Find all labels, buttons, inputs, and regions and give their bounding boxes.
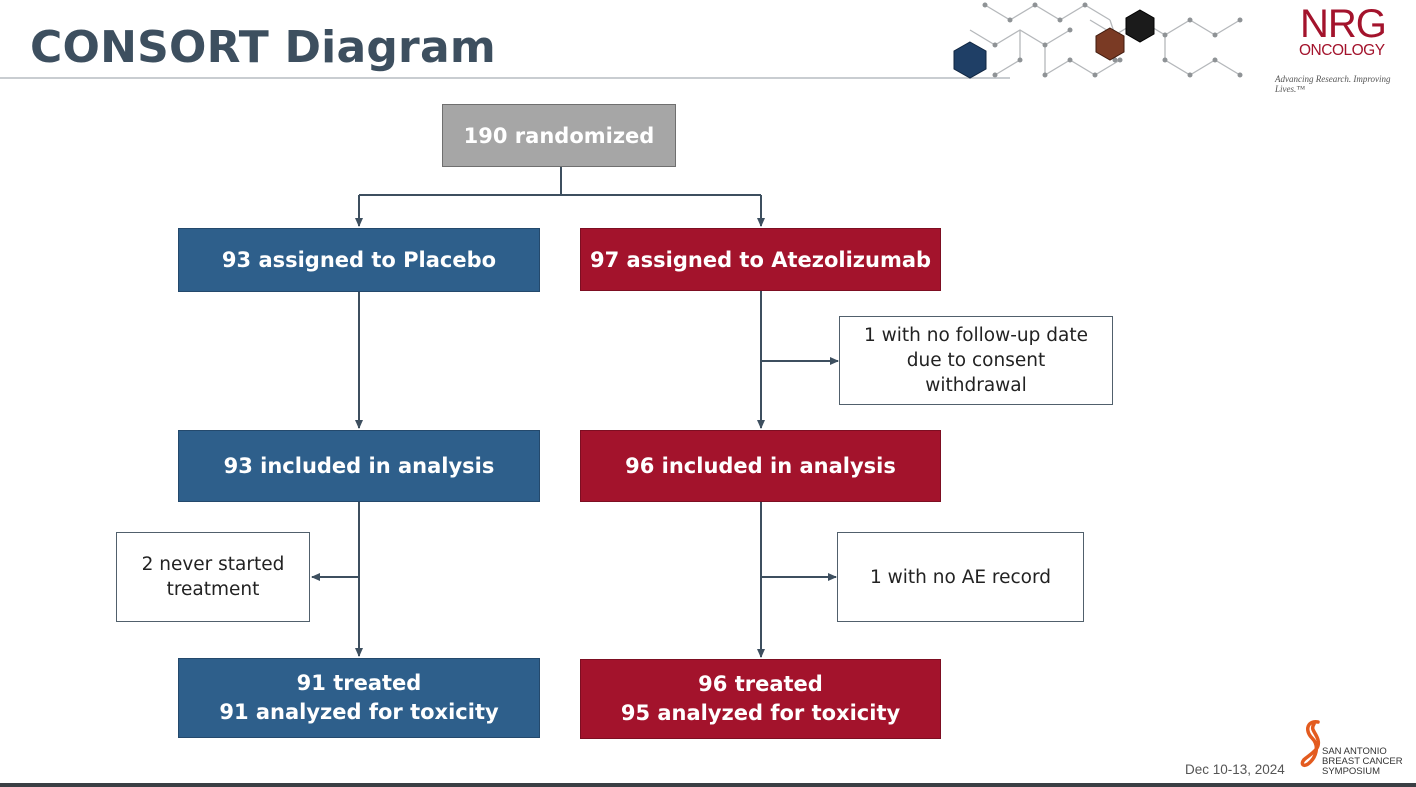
placebo-toxicity-label: 91 analyzed for toxicity (219, 700, 499, 724)
placebo-final-box: 91 treated 91 analyzed for toxicity (178, 658, 540, 738)
sabcs-line-2: BREAST CANCER (1322, 756, 1403, 767)
placebo-assigned-label: 93 assigned to Placebo (221, 248, 497, 272)
never-started-box: 2 never started treatment (116, 532, 310, 622)
atezolizumab-final-box: 96 treated 95 analyzed for toxicity (580, 659, 941, 739)
atezolizumab-analysis-label: 96 included in analysis (625, 454, 896, 478)
nrg-logo-wordmark: NRG (1300, 2, 1387, 46)
sabcs-line-3: SYMPOSIUM (1322, 766, 1381, 777)
footer-date: Dec 10-13, 2024 (1185, 762, 1285, 777)
no-ae-record-box: 1 with no AE record (837, 532, 1084, 622)
no-ae-record-label: 1 with no AE record (869, 566, 1052, 588)
atezolizumab-analysis-box: 96 included in analysis (580, 430, 941, 502)
placebo-treated-label: 91 treated (296, 671, 422, 695)
molecule-network-graphic (953, 2, 1243, 79)
nrg-logo-tagline: Advancing Research. Improving Lives.™ (1275, 74, 1391, 94)
randomized-label: 190 randomized (463, 123, 655, 148)
followup-exclusion-line-2: due to consent (906, 350, 1046, 371)
title-divider (0, 77, 1010, 79)
bottom-bar (0, 783, 1416, 787)
atezolizumab-toxicity-label: 95 analyzed for toxicity (620, 701, 901, 725)
followup-exclusion-line-1: 1 with no follow-up date (863, 325, 1088, 346)
followup-exclusion-box: 1 with no follow-up date due to consent … (839, 316, 1113, 405)
sabcs-ribbon-icon (1300, 720, 1321, 768)
placebo-analysis-label: 93 included in analysis (223, 454, 495, 478)
placebo-analysis-box: 93 included in analysis (178, 430, 540, 502)
placebo-assigned-box: 93 assigned to Placebo (178, 228, 540, 292)
sabcs-logo-text: SAN ANTONIO BREAST CANCER SYMPOSIUM (1322, 747, 1403, 777)
nrg-logo-oncology: ONCOLOGY (1299, 42, 1385, 59)
randomized-box: 190 randomized (442, 104, 676, 167)
atezolizumab-assigned-box: 97 assigned to Atezolizumab (580, 228, 941, 291)
slide-title: CONSORT Diagram (30, 22, 496, 73)
never-started-line-2: treatment (166, 579, 260, 600)
sabcs-line-1: SAN ANTONIO (1322, 746, 1387, 757)
followup-exclusion-line-3: withdrawal (925, 375, 1027, 396)
never-started-line-1: 2 never started (141, 554, 285, 575)
atezolizumab-assigned-label: 97 assigned to Atezolizumab (589, 247, 932, 272)
atezolizumab-treated-label: 96 treated (698, 672, 823, 696)
